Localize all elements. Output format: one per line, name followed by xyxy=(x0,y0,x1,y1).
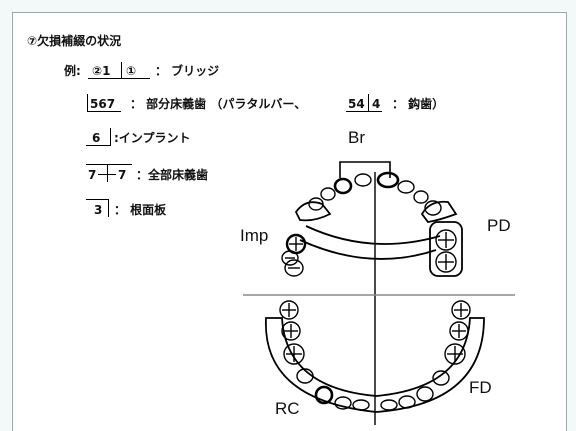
row1-clasp-code-left: 54 xyxy=(348,97,365,111)
row1-clasp-underline xyxy=(346,111,382,112)
row3-midline xyxy=(107,164,108,182)
denture-tooth xyxy=(380,399,398,411)
denture-tooth xyxy=(283,343,305,365)
upper-tooth xyxy=(424,200,442,216)
denture-tooth xyxy=(398,395,416,409)
row1-midline xyxy=(87,94,88,112)
bridge-label: Br xyxy=(348,128,365,147)
row3-code-left: 7 xyxy=(88,168,97,182)
denture-tooth xyxy=(334,396,352,410)
section-title: ⑦欠損補綴の状況 xyxy=(27,34,122,48)
denture-tooth xyxy=(432,370,450,386)
row3-description: ：全部床義歯 xyxy=(136,168,209,182)
row2-description: :インプラント xyxy=(114,131,191,145)
row3-overline xyxy=(86,164,132,165)
example-midline xyxy=(121,62,122,79)
bridge-bracket xyxy=(339,161,391,178)
denture-tooth xyxy=(281,321,301,341)
row4-midline xyxy=(108,199,109,217)
denture-tooth xyxy=(416,386,434,402)
row4-code: 3 xyxy=(94,203,103,217)
row4-overline xyxy=(86,199,108,200)
row2-code: 6 xyxy=(92,131,101,145)
upper-tooth xyxy=(354,173,372,187)
bridge-abutment-tooth xyxy=(376,171,400,189)
clasp-right xyxy=(420,200,458,223)
example-code-right: ① xyxy=(126,64,137,78)
denture-tooth xyxy=(451,300,471,320)
denture-tooth xyxy=(352,399,370,411)
row1-underline xyxy=(87,111,121,112)
example-underline xyxy=(88,78,150,79)
denture-tooth xyxy=(444,343,466,365)
denture-tooth xyxy=(279,300,299,320)
example-code-left: ②1 xyxy=(92,64,111,78)
full-denture-label: FD xyxy=(469,378,492,397)
upper-tooth xyxy=(284,259,304,277)
implant-label: Imp xyxy=(240,226,269,245)
row1-clasp-midline xyxy=(368,94,369,112)
denture-tooth xyxy=(435,251,457,273)
row2-midline xyxy=(110,128,111,146)
row4-description: ： 根面板 xyxy=(114,203,167,217)
denture-tooth xyxy=(296,368,314,384)
row1-description: ： 部分床義歯 （パラタルバー、 xyxy=(130,97,307,111)
root-cap-tooth xyxy=(314,385,334,405)
row1-code: 567 xyxy=(90,97,116,111)
upper-tooth xyxy=(320,187,336,201)
denture-tooth xyxy=(449,321,469,341)
row1-clasp-code-right: 4 xyxy=(372,97,381,111)
clasp-left xyxy=(294,201,332,222)
row2-underline xyxy=(86,145,110,146)
partial-denture-saddle xyxy=(429,221,463,277)
upper-tooth xyxy=(281,250,299,266)
palatal-bar-upper-edge xyxy=(305,225,441,245)
upper-tooth xyxy=(413,190,429,204)
row3-code-right: 7 xyxy=(118,168,127,182)
row1-clasp-description: ： 鈎歯） xyxy=(392,97,445,111)
bridge-abutment-tooth xyxy=(333,177,353,195)
root-cap-label: RC xyxy=(275,399,300,418)
denture-tooth xyxy=(435,229,457,251)
palatal-bar-lower-edge xyxy=(299,239,437,260)
partial-denture-label: PD xyxy=(487,216,511,235)
upper-tooth xyxy=(397,180,415,194)
example-label: 例: xyxy=(64,64,81,78)
example-description: ： ブリッジ xyxy=(155,64,220,78)
